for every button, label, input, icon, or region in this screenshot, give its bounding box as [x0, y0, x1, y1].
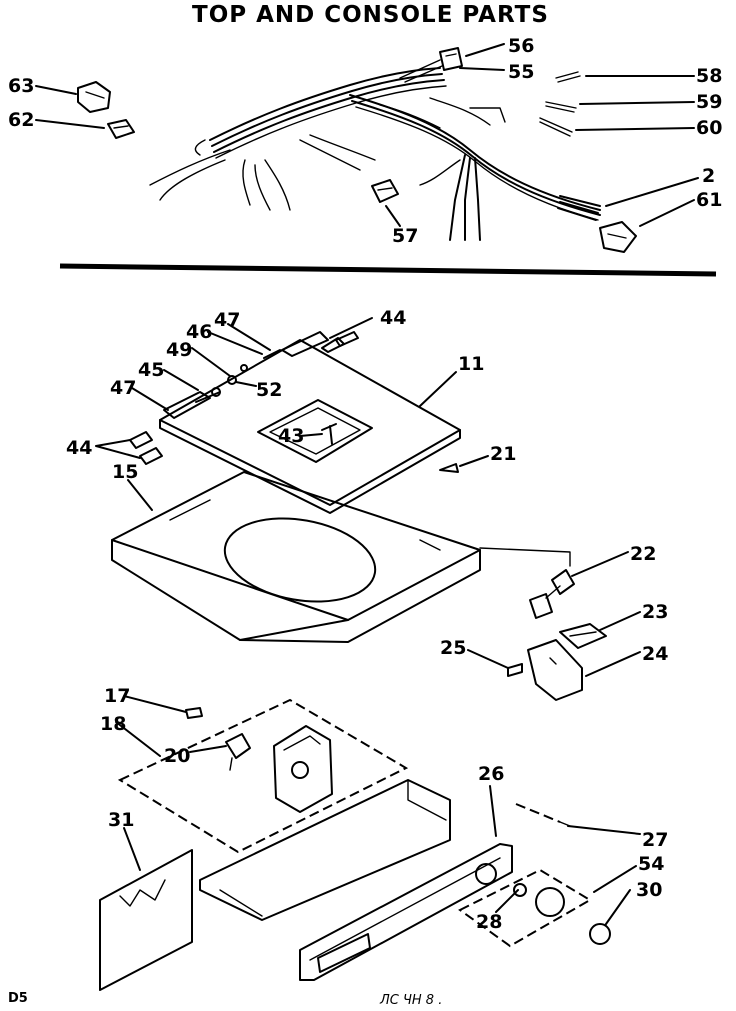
- callout-47-upper: 47: [214, 309, 240, 331]
- callout-45: 45: [138, 359, 164, 381]
- console-panel-26: [299, 843, 513, 981]
- callout-21: 21: [490, 443, 516, 465]
- callout-59: 59: [696, 91, 722, 113]
- console-18: [117, 698, 451, 921]
- callout-52: 52: [256, 379, 282, 401]
- terminal-60: [539, 117, 573, 137]
- callout-49: 49: [166, 339, 192, 361]
- callout-26: 26: [478, 763, 504, 785]
- terminal-59: [545, 101, 577, 113]
- knob-20: [225, 733, 251, 771]
- connector-56: [439, 47, 463, 71]
- callout-58: 58: [696, 65, 722, 87]
- callout-57: 57: [392, 225, 418, 247]
- callout-2: 2: [702, 165, 715, 187]
- rear-cover-31: [99, 849, 193, 991]
- callout-46: 46: [186, 321, 212, 343]
- callout-63: 63: [8, 75, 34, 97]
- callout-28: 28: [476, 911, 502, 933]
- switch-actuator-22: [529, 569, 575, 619]
- hinge-pin-44-upper: [321, 331, 359, 353]
- knob-30: [589, 923, 611, 945]
- leader-lines: [35, 43, 699, 925]
- callout-31: 31: [108, 809, 134, 831]
- terminal-58: [555, 71, 581, 83]
- timer-motor: [273, 725, 333, 813]
- callout-44-lower: 44: [66, 437, 92, 459]
- page-code: D5: [8, 991, 28, 1006]
- callout-56: 56: [508, 35, 534, 57]
- footer-smudge-text: ЛС ЧН 8 .: [379, 993, 442, 1008]
- callout-22: 22: [630, 543, 656, 565]
- knob-assembly-54: [458, 868, 592, 948]
- callout-15: 15: [112, 461, 138, 483]
- screw-43: [321, 423, 337, 445]
- section-divider: [59, 263, 717, 277]
- connector-61: [599, 221, 637, 253]
- top-panel-15: [111, 471, 571, 643]
- callout-23: 23: [642, 601, 668, 623]
- spring-27: [515, 803, 571, 827]
- callout-30: 30: [636, 879, 662, 901]
- callout-54: 54: [638, 853, 664, 875]
- callout-60: 60: [696, 117, 722, 139]
- lid-switch-23: [559, 623, 607, 649]
- callout-47-lower: 47: [110, 377, 136, 399]
- connector-57: [371, 179, 399, 203]
- callout-17: 17: [104, 685, 130, 707]
- diagram-title: TOP AND CONSOLE PARTS: [192, 2, 549, 28]
- callout-labels: 56 55 63 62 58 59 60 2 61 57 47 44 46 49…: [8, 35, 722, 933]
- callout-27: 27: [642, 829, 668, 851]
- small-parts-45-49-52: [195, 349, 281, 403]
- callout-11: 11: [458, 353, 484, 375]
- wire-harness-2: [149, 59, 601, 241]
- callout-44-upper: 44: [380, 307, 406, 329]
- callout-55: 55: [508, 61, 534, 83]
- callout-20: 20: [164, 745, 190, 767]
- callout-61: 61: [696, 189, 722, 211]
- screw-17: [185, 707, 203, 719]
- console-top-11: [159, 331, 461, 514]
- hinge-pin-44-lower: [129, 431, 163, 465]
- screw-25: [507, 663, 523, 677]
- callout-43: 43: [278, 425, 304, 447]
- connector-63: [77, 81, 111, 113]
- connector-62: [107, 119, 135, 139]
- callout-25: 25: [440, 637, 466, 659]
- callout-24: 24: [642, 643, 668, 665]
- clip-21: [439, 463, 459, 473]
- switch-bracket-24: [527, 639, 583, 701]
- callout-62: 62: [8, 109, 34, 131]
- callout-18: 18: [100, 713, 126, 735]
